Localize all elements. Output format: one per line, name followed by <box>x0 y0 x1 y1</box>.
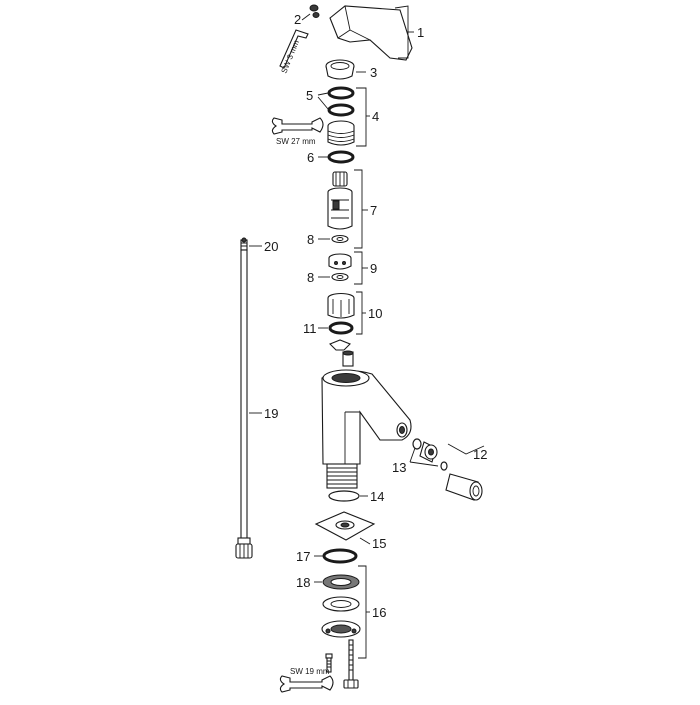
tool-label-wrench-19: SW 19 mm <box>290 667 330 676</box>
part-15-base-plate <box>314 511 376 541</box>
label-part-20: 20 <box>264 239 278 254</box>
part-20-hose-connector <box>240 237 248 251</box>
part-13-aerator-washer <box>412 438 422 450</box>
label-part-1: 1 <box>417 25 424 40</box>
part-5-o-ring-upper <box>327 86 355 100</box>
open-wrench-27-icon <box>271 117 324 135</box>
part-5-o-ring-lower <box>327 103 355 117</box>
mounting-rod-right <box>343 639 359 689</box>
part-1-handle-lever <box>329 5 413 61</box>
label-part-13: 13 <box>392 460 406 475</box>
label-part-15: 15 <box>372 536 386 551</box>
bracket-7 <box>354 169 363 249</box>
part-9-insert <box>328 253 352 270</box>
label-part-3: 3 <box>370 65 377 80</box>
label-part-7: 7 <box>370 203 377 218</box>
part-11-o-ring <box>328 321 354 335</box>
part-6-o-ring <box>327 150 355 164</box>
part-7-cartridge <box>327 171 353 230</box>
part-8-seal-lower <box>331 272 349 282</box>
label-part-9: 9 <box>370 261 377 276</box>
label-part-8-lower: 8 <box>307 270 314 285</box>
part-12-aerator-housing <box>445 473 483 501</box>
bracket-12 <box>447 443 485 455</box>
part-12-aerator-insert <box>419 441 438 463</box>
part-16-flat-washer <box>322 596 360 612</box>
bracket-4 <box>356 87 367 147</box>
part-13-seal-small <box>440 461 448 471</box>
part-8-seal-upper <box>331 234 349 244</box>
label-part-11: 11 <box>303 321 317 336</box>
bracket-10 <box>356 291 363 335</box>
tool-label-hex-key: SW 3 mm <box>280 39 302 75</box>
label-part-8-upper: 8 <box>307 232 314 247</box>
label-part-16: 16 <box>372 605 386 620</box>
label-part-4: 4 <box>372 109 379 124</box>
part-10-element <box>327 292 355 319</box>
label-part-5: 5 <box>306 88 313 103</box>
part-17-seal-ring <box>322 548 358 564</box>
tool-label-wrench-27: SW 27 mm <box>276 137 316 146</box>
label-part-14: 14 <box>370 489 384 504</box>
label-part-18: 18 <box>296 575 310 590</box>
part-16-clamp-plate <box>321 620 361 638</box>
open-wrench-19-icon <box>279 675 334 693</box>
label-part-2: 2 <box>294 12 301 27</box>
clip-small <box>329 339 351 351</box>
label-part-12: 12 <box>473 447 487 462</box>
part-4-threaded-nut <box>327 120 355 146</box>
label-part-6: 6 <box>307 150 314 165</box>
mounting-screw-left <box>325 653 333 673</box>
label-part-10: 10 <box>368 306 382 321</box>
part-14-o-ring <box>328 490 360 502</box>
label-part-17: 17 <box>296 549 310 564</box>
bracket-9 <box>354 251 363 285</box>
bracket-16 <box>358 565 367 659</box>
label-part-19: 19 <box>264 406 278 421</box>
part-2-grub-screw <box>309 4 320 18</box>
tap-body <box>321 350 412 489</box>
part-19-flexible-hose <box>235 249 253 559</box>
part-3-cover-cap <box>325 59 355 80</box>
hex-key-tool-icon <box>279 29 309 69</box>
part-18-washer <box>322 574 360 590</box>
